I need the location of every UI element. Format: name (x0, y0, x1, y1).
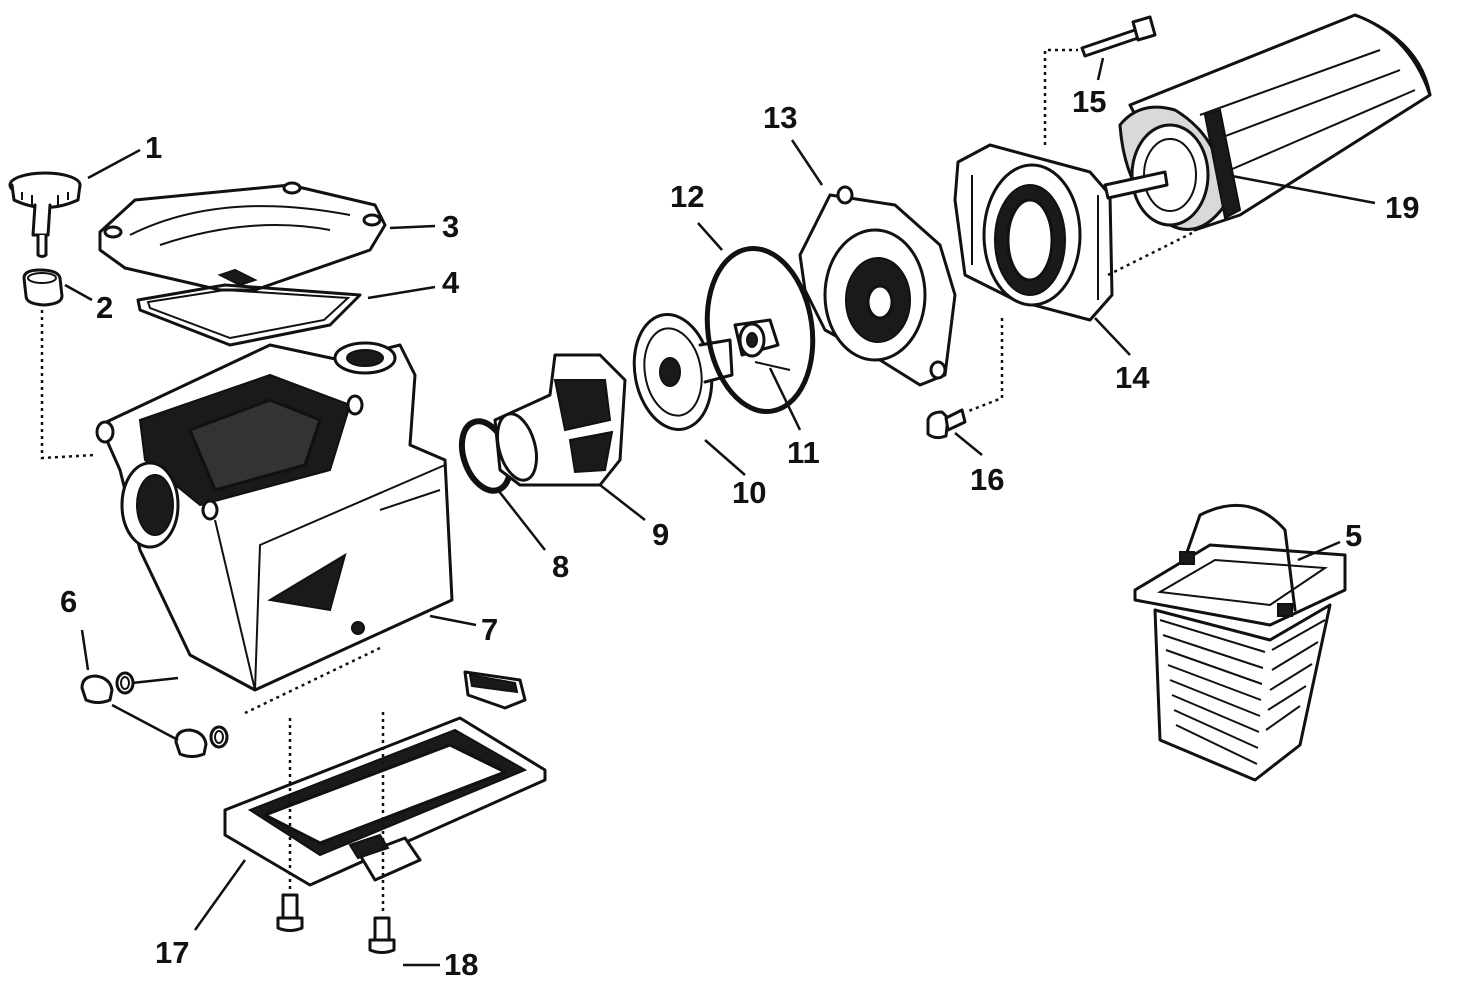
part-18-screws[interactable] (276, 893, 396, 954)
label-6: 6 (60, 584, 77, 619)
base-spacer[interactable] (463, 670, 527, 710)
label-3: 3 (442, 209, 459, 244)
label-1: 1 (145, 130, 162, 165)
part-9-diffuser[interactable] (491, 353, 627, 487)
label-13: 13 (763, 100, 797, 135)
label-9: 9 (652, 517, 669, 552)
assembly-guides (40, 48, 1193, 915)
label-7: 7 (481, 612, 498, 647)
part-3-cover[interactable] (98, 181, 387, 292)
part-19-motor[interactable] (1103, 13, 1432, 232)
label-16: 16 (970, 462, 1004, 497)
label-10: 10 (732, 475, 766, 510)
part-4-gasket[interactable] (136, 283, 362, 347)
label-4: 4 (442, 265, 460, 300)
label-2: 2 (96, 290, 113, 325)
part-2-sleeve[interactable] (22, 268, 64, 307)
part-16-bolt[interactable] (926, 408, 967, 440)
label-17: 17 (155, 935, 189, 970)
part-13-seal-plate[interactable] (798, 185, 957, 387)
part-labels: 1 2 3 4 5 6 7 8 9 10 11 12 13 14 15 16 1… (60, 84, 1419, 982)
part-15-bolt[interactable] (1080, 15, 1157, 58)
part-11-seal[interactable] (733, 318, 791, 371)
label-12: 12 (670, 179, 704, 214)
label-5: 5 (1345, 518, 1362, 553)
part-10-impeller[interactable] (626, 308, 734, 435)
part-12-oring[interactable] (697, 242, 823, 419)
label-14: 14 (1115, 360, 1150, 395)
label-15: 15 (1072, 84, 1106, 119)
part-1-knob[interactable] (8, 171, 82, 258)
part-7-housing[interactable] (95, 341, 454, 692)
part-14-adapter[interactable] (953, 143, 1114, 322)
part-17-base[interactable] (223, 716, 547, 887)
part-6-drain-plugs[interactable] (80, 671, 229, 758)
label-18: 18 (444, 947, 478, 982)
label-19: 19 (1385, 190, 1419, 225)
leader-lines (64, 57, 1376, 967)
label-8: 8 (552, 549, 569, 584)
label-11: 11 (787, 435, 820, 470)
part-5-basket[interactable] (1133, 503, 1347, 782)
